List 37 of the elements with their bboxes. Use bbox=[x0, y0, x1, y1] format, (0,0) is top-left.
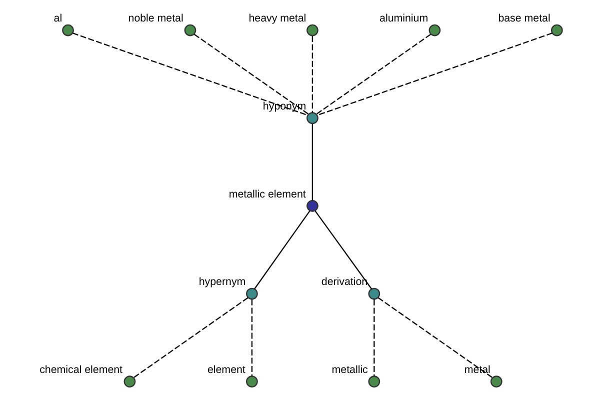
node-label: noble metal bbox=[128, 12, 184, 25]
node-label: heavy metal bbox=[248, 12, 306, 25]
node-circle bbox=[490, 376, 502, 388]
node-label: derivation bbox=[321, 276, 368, 288]
connector bbox=[254, 210, 310, 290]
node-label: metal bbox=[464, 364, 490, 376]
connector bbox=[251, 300, 253, 376]
connector bbox=[316, 32, 552, 116]
connector bbox=[312, 124, 314, 201]
connector bbox=[314, 210, 372, 290]
node-circle bbox=[306, 200, 318, 212]
node-circle bbox=[368, 288, 380, 300]
connector bbox=[194, 34, 309, 114]
connector bbox=[374, 300, 375, 376]
node-circle bbox=[246, 376, 258, 388]
node-label: element bbox=[207, 364, 246, 376]
connector bbox=[312, 36, 314, 113]
node-circle bbox=[306, 24, 318, 36]
connector bbox=[134, 297, 248, 378]
node-circle bbox=[184, 24, 196, 36]
node-circle bbox=[306, 112, 318, 124]
node-circle bbox=[246, 288, 258, 300]
node-circle bbox=[550, 24, 563, 36]
node-label: metallic element bbox=[228, 188, 306, 200]
node-label: hypernym bbox=[198, 276, 246, 288]
connector bbox=[72, 32, 308, 116]
node-label: chemical element bbox=[40, 364, 123, 376]
node-label: base metal bbox=[498, 12, 550, 25]
node-circle bbox=[124, 376, 136, 388]
node-circle bbox=[62, 24, 74, 36]
connector bbox=[378, 297, 493, 378]
node-label: metallic bbox=[332, 364, 368, 376]
node-label: aluminium bbox=[380, 12, 428, 25]
connector bbox=[316, 34, 431, 114]
node-circle bbox=[428, 24, 441, 36]
node-label: al bbox=[54, 12, 62, 25]
node-circle bbox=[368, 376, 380, 388]
